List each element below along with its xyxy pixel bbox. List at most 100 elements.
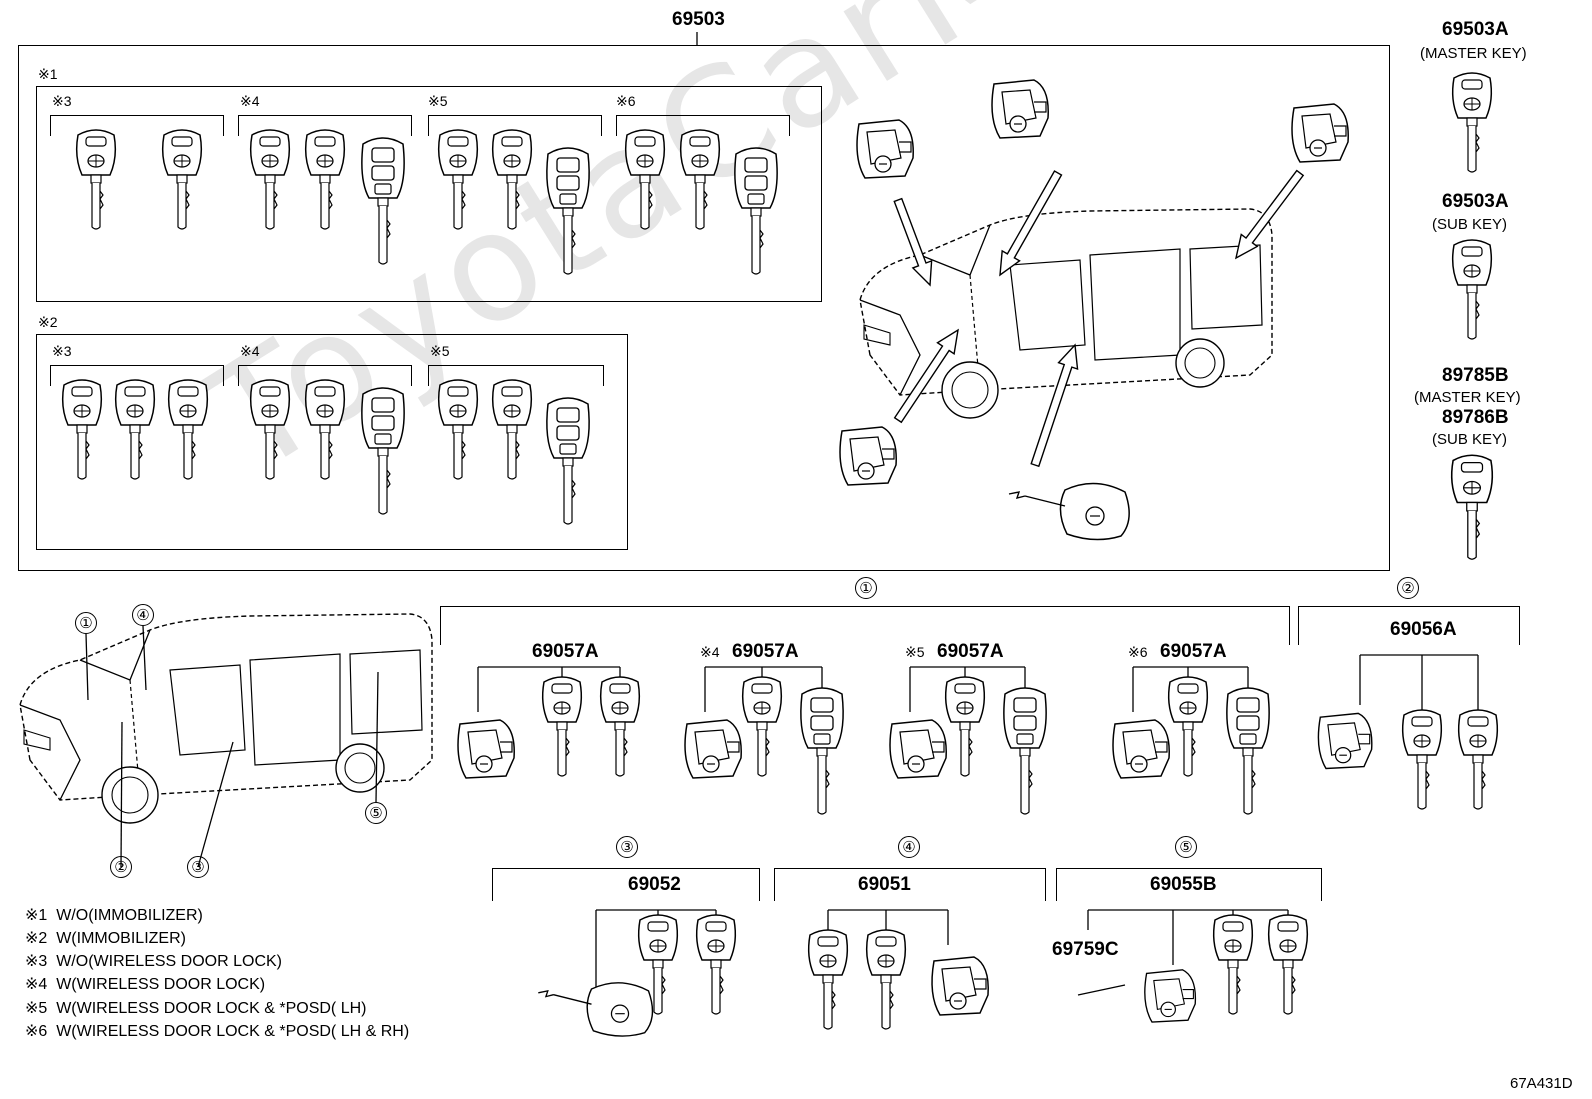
pointer-arrow [893, 197, 933, 287]
set1-mark: ※6 [1128, 644, 1148, 660]
key-illustration [541, 676, 583, 777]
g2-sub-mark: ※5 [430, 343, 450, 359]
leader-line [142, 625, 147, 691]
legend-text: W(IMMOBILIZER) [56, 930, 186, 947]
set5-part-number: 69055B [1150, 874, 1217, 895]
legend-mark: ※4 [25, 976, 48, 993]
callout-4: ④ [898, 836, 920, 858]
key-part-number: 89786B [1442, 407, 1509, 428]
callout-3: ③ [616, 836, 638, 858]
glove-box-cylinder-illustration [839, 426, 897, 486]
key-illustration [491, 379, 533, 480]
g2-sub-mark: ※4 [240, 343, 260, 359]
legend-text: W/O(IMMOBILIZER) [56, 907, 203, 924]
set1-mark: ※5 [905, 644, 925, 660]
key-illustration [1457, 709, 1499, 810]
set1-part-number: 69057A [532, 641, 599, 662]
key-set-bracket [50, 365, 224, 386]
pointer-arrow [999, 170, 1063, 277]
key-desc: (SUB KEY) [1432, 216, 1508, 233]
pointer-arrow [893, 328, 959, 424]
key-illustration [75, 129, 117, 230]
remote-key-illustration [800, 687, 844, 815]
set4-part-number: 69051 [858, 874, 911, 895]
main-part-number: 69503 [672, 9, 725, 30]
key-illustration [114, 379, 156, 480]
legend-text: W(WIRELESS DOOR LOCK & *POSD( LH & RH) [56, 1023, 410, 1040]
door-lock-cylinder-illustration [889, 719, 947, 779]
legend-text: W(WIRELESS DOOR LOCK) [56, 976, 266, 993]
set3-part-number: 69052 [628, 874, 681, 895]
leader-line [197, 741, 234, 868]
key-illustration [249, 379, 291, 480]
legend-mark: ※3 [25, 953, 48, 970]
door-lock-cylinder-illustration [684, 719, 742, 779]
key-illustration [1401, 709, 1443, 810]
group-w-immobilizer-mark: ※2 [38, 314, 58, 330]
callout-5: ⑤ [1175, 836, 1197, 858]
remote-key-illustration [1003, 687, 1047, 815]
key-illustration [437, 129, 479, 230]
set1-bracket [440, 606, 1290, 645]
remote-key-illustration [1226, 687, 1270, 815]
remote-key-illustration [546, 147, 590, 275]
legend-mark: ※2 [25, 930, 48, 947]
set1-part-number: 69057A [732, 641, 799, 662]
g1-sub-mark: ※5 [428, 93, 448, 109]
key-illustration [695, 914, 737, 1015]
key-part-number: 69503A [1442, 19, 1509, 40]
key-set-bracket [238, 115, 412, 136]
legend-text: W/O(WIRELESS DOOR LOCK) [56, 953, 282, 970]
key-illustration [167, 379, 209, 480]
door-handle-cylinder-illustration [537, 982, 654, 1037]
group-w-o-immobilizer-mark: ※1 [38, 66, 58, 82]
key-illustration [249, 129, 291, 230]
key-desc: (MASTER KEY) [1420, 45, 1527, 62]
set2-bracket [1298, 606, 1520, 645]
key-illustration [491, 129, 533, 230]
door-lock-cylinder-illustration [991, 79, 1049, 139]
leader-line [120, 721, 123, 868]
clip-illustration [1077, 984, 1126, 996]
remote-key-illustration [546, 397, 590, 525]
key-illustration [437, 379, 479, 480]
key-desc: (SUB KEY) [1432, 431, 1508, 448]
key-illustration [1167, 676, 1209, 777]
remote-key-illustration [734, 147, 778, 275]
key-set-bracket [428, 115, 602, 136]
g1-sub-mark: ※4 [240, 93, 260, 109]
legend-mark: ※1 [25, 907, 48, 924]
back-door-cylinder-illustration [931, 956, 989, 1016]
leader-line [85, 633, 89, 701]
legend-mark: ※5 [25, 1000, 48, 1017]
van-callout-5: ⑤ [365, 802, 387, 824]
remote-key-illustration [361, 387, 405, 515]
group-w-immobilizer-frame [36, 334, 628, 550]
van-illustration [19, 613, 433, 824]
key-part-number: 89785B [1442, 365, 1509, 386]
callout-1: ① [855, 577, 877, 599]
key-desc: (MASTER KEY) [1414, 389, 1521, 406]
door-handle-cylinder-illustration [1008, 482, 1130, 541]
van-callout-4: ④ [132, 604, 154, 626]
pointer-arrow [1234, 169, 1305, 260]
back-door-cylinder-illustration [1291, 103, 1349, 163]
key-illustration [1212, 914, 1254, 1015]
set5-extra-part-number: 69759C [1052, 939, 1119, 960]
door-lock-cylinder-illustration [1112, 719, 1170, 779]
diagram-code: 67A431D [1510, 1075, 1573, 1092]
legend-mark: ※6 [25, 1023, 48, 1040]
g1-sub-mark: ※6 [616, 93, 636, 109]
key-illustration [624, 129, 666, 230]
key-illustration [304, 129, 346, 230]
set5-bracket [1056, 868, 1322, 901]
pointer-arrow [1030, 343, 1079, 468]
key-illustration [944, 676, 986, 777]
key-set-bracket [616, 115, 790, 136]
ignition-cylinder-illustration [856, 119, 914, 179]
g2-sub-mark: ※3 [52, 343, 72, 359]
key-part-number: 69503A [1442, 191, 1509, 212]
group-w-o-immobilizer-frame [36, 86, 822, 302]
key-illustration [807, 929, 849, 1030]
key-illustration [599, 676, 641, 777]
